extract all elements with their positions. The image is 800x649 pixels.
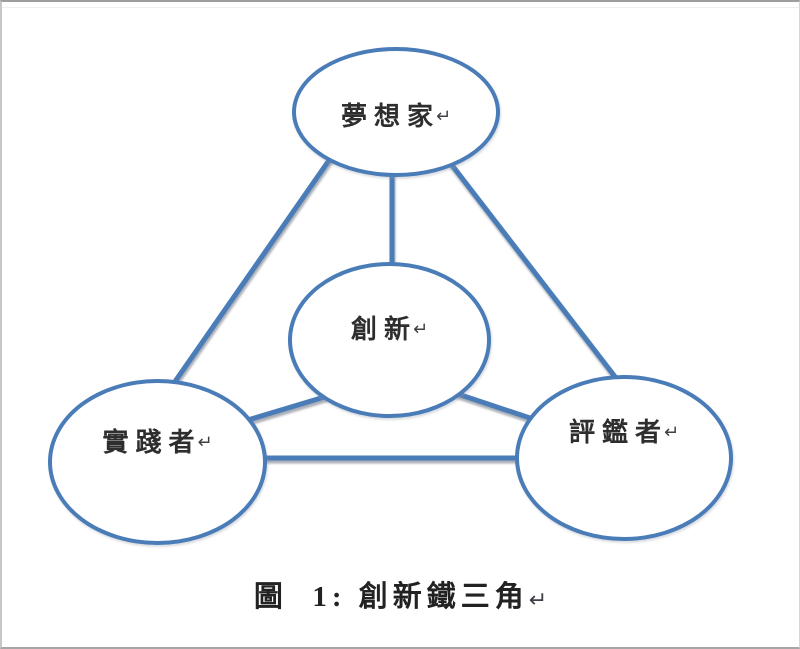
figure-caption-text: 圖 1: 創新鐵三角 [253, 581, 529, 613]
node-evaluator-label-row: 評鑑者↵ [569, 412, 679, 449]
node-dreamer: 夢想家↵ [292, 47, 500, 177]
node-innovation: 創新↵ [288, 262, 491, 418]
node-practitioner-label: 實踐者 [102, 427, 202, 457]
node-innovation-label-row: 創新↵ [351, 309, 428, 346]
paragraph-return-icon: ↵ [663, 421, 680, 443]
node-innovation-label: 創新 [350, 314, 417, 344]
node-practitioner-label-row: 實踐者↵ [102, 422, 212, 459]
edge-dreamer-evaluator [445, 157, 629, 394]
node-practitioner: 實踐者↵ [48, 379, 267, 545]
paragraph-return-icon: ↵ [435, 105, 452, 127]
paragraph-return-icon: ↵ [197, 431, 213, 453]
paragraph-return-icon: ↵ [412, 318, 429, 340]
node-evaluator: 評鑑者↵ [515, 375, 733, 541]
paragraph-return-icon: ↵ [528, 588, 548, 613]
node-dreamer-label-row: 夢想家↵ [341, 96, 451, 133]
node-evaluator-label: 評鑑者 [568, 417, 668, 447]
edge-dreamer-practitioner [164, 140, 344, 396]
figure-caption: 圖 1: 創新鐵三角↵ [2, 573, 799, 615]
node-dreamer-label: 夢想家 [340, 101, 440, 131]
